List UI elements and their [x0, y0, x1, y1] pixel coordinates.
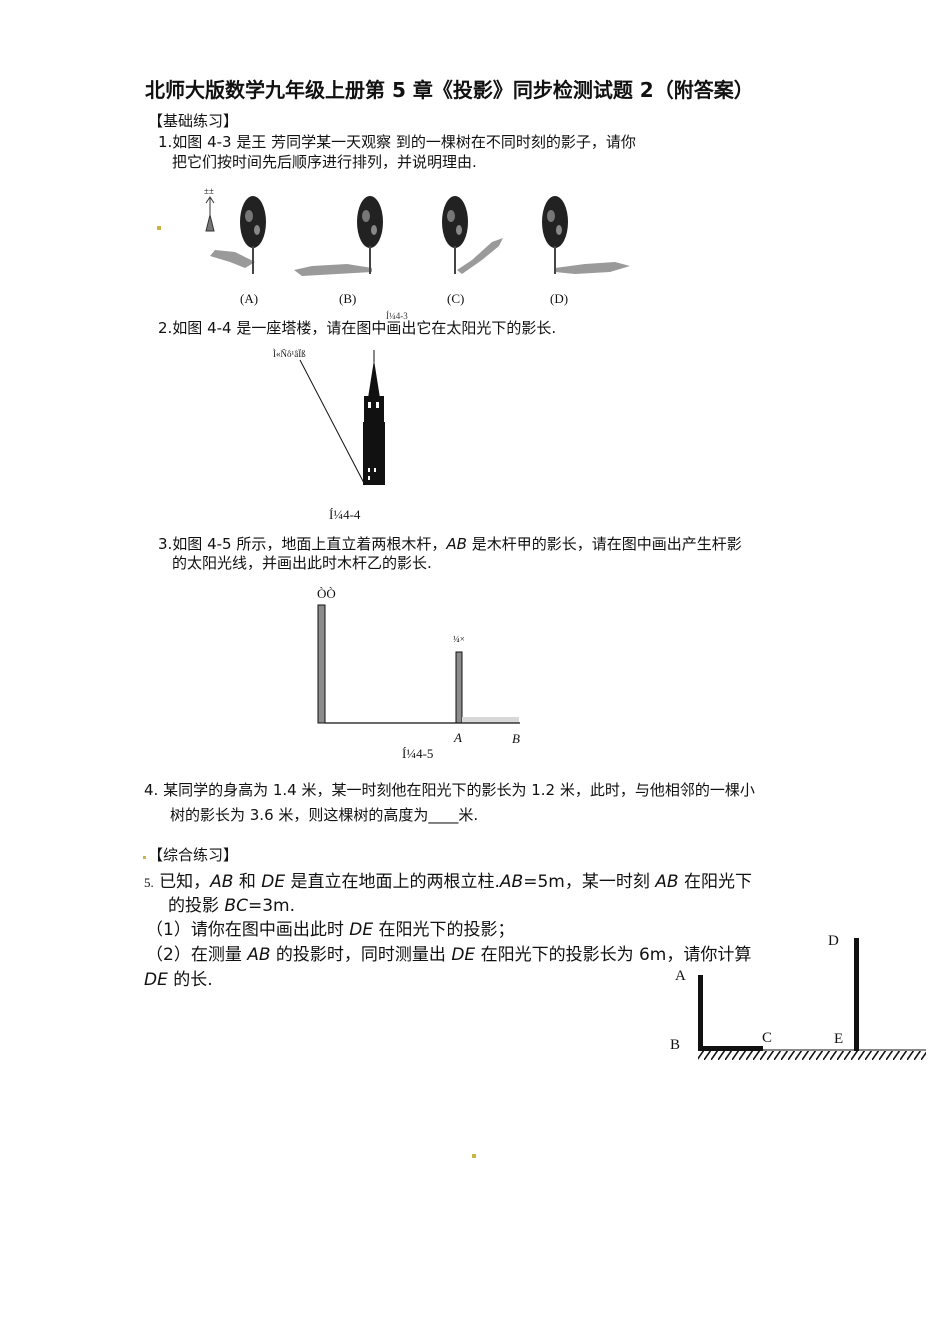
pole1-label: ÒÒ [317, 586, 336, 601]
q5-text: 是直立在地面上的两根立柱. [285, 872, 500, 892]
tree-b-figure [294, 196, 383, 276]
q5-part2-cont: DE 的长. [144, 965, 213, 990]
q5-text: （1）请你在图中画出此时 [146, 920, 350, 940]
label-c: C [762, 1030, 773, 1046]
q5-text: 在阳光下的投影长为 6m，请你计算 [475, 945, 752, 965]
q5-part2: （2）在测量 AB 的投影时，同时测量出 DE 在阳光下的投影长为 6m，请你计… [146, 940, 751, 965]
decorative-dot [157, 226, 161, 230]
pole2-label: ¼× [453, 634, 465, 644]
q5-var: AB [499, 872, 524, 892]
q5-text: 的投影 [168, 896, 225, 916]
tree-b-crown [357, 196, 383, 248]
q5-var: AB [210, 872, 234, 892]
q5-var: AB [247, 945, 271, 965]
page-title: 北师大版数学九年级上册第 5 章《投影》同步检测试题 2（附答案） [145, 78, 754, 102]
ground-hatch [698, 1051, 926, 1060]
q3-line1-post: 是木杆甲的影长，请在图中画出产生杆影 [466, 535, 742, 553]
north-arrow-icon [205, 196, 215, 232]
label-e: E [834, 1031, 844, 1047]
tree-label-b: (B) [339, 291, 357, 306]
section-comprehensive: 【综合练习】 [148, 846, 239, 864]
q5-text: 在阳光下的投影； [373, 920, 515, 940]
tower-spire [368, 360, 380, 398]
label-a: A [675, 968, 686, 984]
tree-d-crown [542, 196, 568, 248]
tree-label-d: (D) [550, 291, 569, 306]
pillar-ab [698, 975, 703, 1051]
tree-c-crown [442, 196, 468, 248]
q1-line2: 把它们按时间先后顺序进行排列，并说明理由. [172, 153, 477, 171]
q5-text: 已知， [159, 872, 211, 892]
pole-2-shadow [462, 717, 519, 723]
tower-figure [299, 350, 385, 486]
label-b: B [670, 1037, 681, 1053]
q3-line1: 3.如图 4-5 所示，地面上直立着两根木杆，AB 是木杆甲的影长，请在图中画出… [158, 533, 742, 554]
tree-d-shadow [555, 262, 630, 274]
tree-a-crown [240, 196, 266, 248]
q5-var: DE [144, 970, 168, 990]
decorative-dot [472, 1154, 476, 1158]
tree-label-c: (C) [447, 291, 465, 306]
q5-part1: （1）请你在图中画出此时 DE 在阳光下的投影； [146, 915, 514, 940]
tower-body [363, 422, 385, 485]
point-b: B [512, 731, 520, 746]
q5-line2: 的投影 BC=3m. [168, 891, 295, 916]
q5-var: AB [655, 872, 679, 892]
tree-c-figure [442, 196, 503, 274]
q3-line2: 的太阳光线，并画出此时木杆乙的影长. [172, 554, 432, 572]
q5-text: 的长. [167, 970, 213, 990]
tree-d-figure [542, 196, 630, 274]
q5-var: DE [261, 872, 286, 892]
q2-text: 2.如图 4-4 是一座塔楼，请在图中画出它在太阳光下的影长. [158, 319, 557, 337]
pole-2 [455, 651, 463, 724]
q5-line1: 5. 已知，AB 和 DE 是直立在地面上的两根立柱.AB=5m，某一时刻 AB… [144, 867, 752, 892]
q5-text: 在阳光下 [678, 872, 752, 892]
shadow-bc [698, 1046, 763, 1051]
point-a: A [454, 730, 462, 745]
sun-ray-line [299, 359, 366, 486]
q2-stray-caption: Í¼4-3 [386, 311, 408, 321]
q5-text: （2）在测量 [146, 945, 248, 965]
q5-var: BC [224, 896, 248, 916]
q5-text: =3m. [247, 896, 295, 916]
label-d: D [828, 933, 839, 949]
tree-label-a: (A) [240, 291, 259, 306]
q1-line1: 1.如图 4-3 是王 芳同学某一天观察 到的一棵树在不同时刻的影子，请你 [158, 133, 636, 151]
decorative-dot [143, 856, 146, 859]
tree-a-figure [210, 196, 266, 274]
q5-text: 的投影时，同时测量出 [270, 945, 452, 965]
pillar-de [854, 938, 859, 1051]
q5-text: 和 [233, 872, 262, 892]
sunlight-label: Ì«Ñô¹âÏß [273, 349, 306, 359]
q4-line2: 树的影长为 3.6 米，则这棵树的高度为____米. [170, 806, 479, 824]
q5-number: 5. [144, 875, 154, 890]
q5-text: =5m，某一时刻 [523, 872, 656, 892]
q2-caption: Í¼4-4 [329, 507, 361, 522]
q3-line1-pre: 3.如图 4-5 所示，地面上直立着两根木杆， [158, 535, 447, 553]
q3-caption: Í¼4-5 [402, 746, 434, 761]
tree-b-shadow [294, 264, 372, 276]
q4-line1: 4. 某同学的身高为 1.4 米，某一时刻他在阳光下的影长为 1.2 米，此时，… [144, 781, 755, 799]
q3-var-ab: AB [446, 535, 467, 553]
pillars-figure [698, 938, 926, 1060]
q5-var: DE [451, 945, 476, 965]
q5-var: DE [349, 920, 374, 940]
tree-a-shadow [210, 250, 255, 268]
section-basic: 【基础练习】 [148, 112, 239, 130]
compass-mark: ±± [204, 186, 214, 196]
poles-figure [317, 604, 520, 724]
tree-c-shadow [457, 238, 503, 274]
pole-1 [317, 604, 326, 724]
